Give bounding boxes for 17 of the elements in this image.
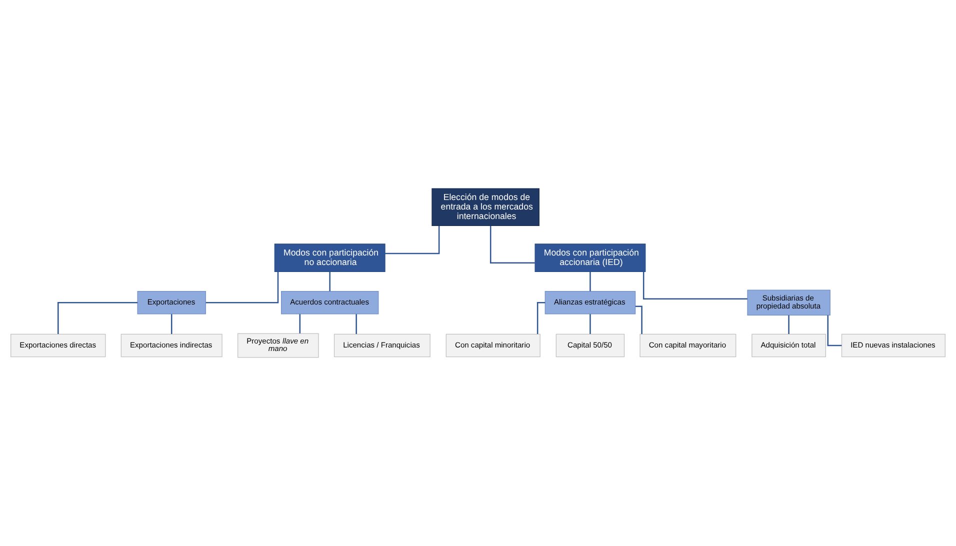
connector xyxy=(58,302,138,334)
connector xyxy=(536,302,546,334)
connector xyxy=(490,226,535,264)
connector xyxy=(385,226,440,254)
node-box: Modos con participación accionaria (IED) xyxy=(534,244,646,272)
connector xyxy=(206,272,279,304)
connector xyxy=(170,314,172,334)
connector xyxy=(329,272,330,292)
connector xyxy=(590,314,591,334)
connector xyxy=(590,272,591,292)
connector xyxy=(642,272,748,300)
node-box: Elección de modos de entrada a los mercados internacionales xyxy=(432,188,540,226)
connector xyxy=(635,306,642,334)
connector xyxy=(788,315,790,334)
connector xyxy=(356,314,357,334)
node-box: Modos con participación no accionaria xyxy=(274,244,386,272)
connector xyxy=(299,314,301,334)
